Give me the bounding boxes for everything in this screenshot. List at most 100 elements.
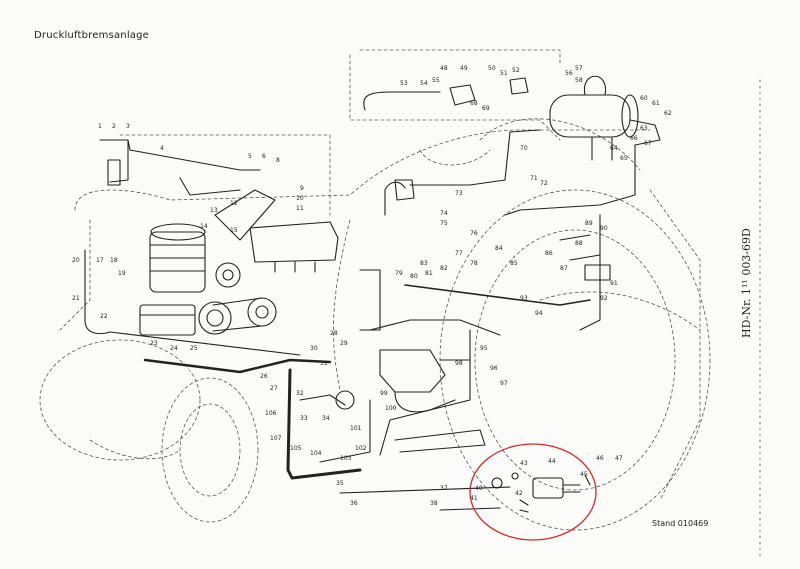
tractor-outline (39, 49, 761, 561)
air-reservoir (549, 75, 639, 161)
part-number-label: 48 (440, 65, 448, 72)
part-number-label: 33 (300, 415, 308, 422)
part-number-label: 69 (482, 105, 490, 112)
part-number-label: 26 (260, 373, 268, 380)
reservoir-pipe (504, 119, 661, 216)
part-number-label: 29 (340, 340, 348, 347)
part-number-label: 105 (290, 445, 302, 452)
part-number-label: 64 (610, 145, 618, 152)
part-number-label: 106 (265, 410, 277, 417)
part-number-label: 76 (470, 230, 478, 237)
part-number-label: 8 (276, 157, 280, 164)
part-number-label: 35 (336, 480, 344, 487)
part-number-label: 32 (296, 390, 304, 397)
part-number-label: 85 (510, 260, 518, 267)
part-number-label: 55 (432, 77, 440, 84)
part-number-label: 30 (310, 345, 318, 352)
brake-cylinder-assembly (339, 472, 591, 513)
part-number-label: 42 (515, 490, 523, 497)
part-number-label: 4 (160, 145, 164, 152)
part-number-label: 107 (270, 435, 282, 442)
document-number: HD-Nr. 1¹¹ 003-69D (740, 228, 753, 338)
part-number-label: 25 (190, 345, 198, 352)
part-number-label: 96 (490, 365, 498, 372)
part-number-label: 103 (340, 455, 352, 462)
diagram-title: Druckluftbremsanlage (34, 30, 150, 41)
part-number-label: 73 (455, 190, 463, 197)
part-number-label: 91 (610, 280, 618, 287)
part-number-label: 36 (350, 500, 358, 507)
part-number-label: 47 (615, 455, 623, 462)
part-number-label: 68 (470, 100, 478, 107)
part-number-label: 88 (575, 240, 583, 247)
part-number-label: 87 (560, 265, 568, 272)
part-number-label: 82 (440, 265, 448, 272)
part-number-label: 86 (545, 250, 553, 257)
part-number-label: 50 (488, 65, 496, 72)
part-number-label: 78 (470, 260, 478, 267)
part-number-label: 77 (455, 250, 463, 257)
part-number-label: 28 (330, 330, 338, 337)
part-number-label: 51 (500, 70, 508, 77)
part-number-label: 40 (475, 485, 483, 492)
part-number-label: 11 (296, 205, 304, 212)
part-number-label: 92 (600, 295, 608, 302)
part-number-label: 24 (170, 345, 178, 352)
part-number-label: 53 (400, 80, 408, 87)
part-number-label: 57 (575, 65, 583, 72)
part-number-label: 23 (150, 340, 158, 347)
part-number-label: 58 (575, 77, 583, 84)
part-number-label: 70 (520, 145, 528, 152)
part-number-label: 15 (230, 227, 238, 234)
part-number-label: 2 (112, 123, 116, 130)
part-number-label: 43 (520, 460, 528, 467)
part-number-label: 12 (230, 200, 238, 207)
part-number-label: 22 (100, 313, 108, 320)
part-number-label: 17 (96, 257, 104, 264)
stand-date: Stand 010469 (652, 519, 709, 528)
part-number-label: 71 (530, 175, 538, 182)
part-number-label: 52 (512, 67, 520, 74)
part-number-label: 45 (580, 471, 588, 478)
part-number-label: 62 (664, 110, 672, 117)
part-number-label: 72 (540, 180, 548, 187)
brake-valve (379, 349, 446, 393)
part-number-label: 20 (72, 257, 80, 264)
part-number-label: 49 (460, 65, 468, 72)
part-number-label: 89 (585, 220, 593, 227)
part-number-label: 100 (385, 405, 397, 412)
part-number-label: 1 (98, 123, 102, 130)
part-number-label: 54 (420, 80, 428, 87)
part-number-label: 97 (500, 380, 508, 387)
part-number-label: 104 (310, 450, 322, 457)
compressor-assembly (139, 189, 339, 336)
part-number-label: 18 (110, 257, 118, 264)
part-number-label: 60 (640, 95, 648, 102)
part-number-label: 34 (322, 415, 330, 422)
part-number-label: 94 (535, 310, 543, 317)
part-number-label: 99 (380, 390, 388, 397)
part-number-label: 37 (440, 485, 448, 492)
part-number-label: 44 (548, 458, 556, 465)
part-number-label: 102 (355, 445, 367, 452)
part-number-label: 9 (300, 185, 304, 192)
left-pipe (84, 249, 301, 356)
part-number-label: 90 (600, 225, 608, 232)
part-number-label: 63 (640, 125, 648, 132)
bracket-pipe (99, 139, 261, 183)
part-number-label: 75 (440, 220, 448, 227)
part-number-label: 67 (644, 140, 652, 147)
part-number-label: 21 (72, 295, 80, 302)
part-number-label: 19 (118, 270, 126, 277)
part-number-label: 65 (620, 155, 628, 162)
part-number-label: 79 (395, 270, 403, 277)
part-number-label: 10 (296, 195, 304, 202)
part-number-label: 66 (630, 135, 638, 142)
part-number-label: 27 (270, 385, 278, 392)
highlight-circle (469, 443, 597, 541)
part-number-label: 41 (470, 495, 478, 502)
part-number-label: 3 (126, 123, 130, 130)
